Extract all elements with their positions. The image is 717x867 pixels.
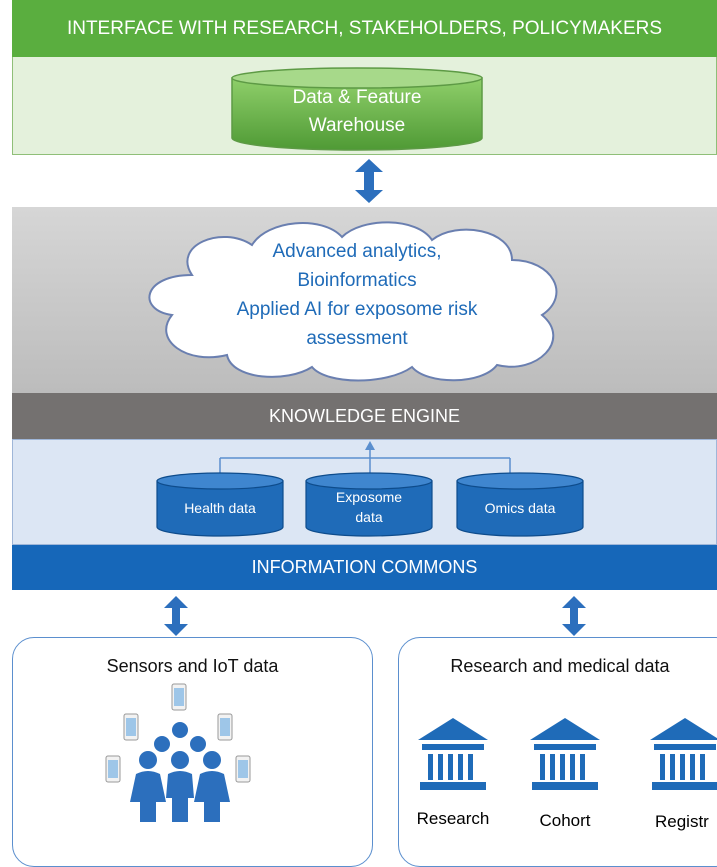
- double-arrow-right-icon: [562, 596, 586, 636]
- warehouse-label-line2: Warehouse: [308, 115, 406, 136]
- research-panel-title: Research and medical data: [450, 655, 670, 676]
- cohort-institution-icon: [530, 718, 600, 790]
- research-panel: [398, 637, 717, 867]
- knowledge-engine-band: KNOWLEDGE ENGINE: [12, 393, 717, 439]
- cloud-text: Advanced analytics, Bioinformatics Appli…: [132, 230, 582, 360]
- double-arrow-icon: [355, 159, 383, 203]
- information-commons-band: INFORMATION COMMONS: [12, 545, 717, 590]
- exposome-data-label-line1: Exposome: [335, 489, 403, 505]
- exposome-data-label: Exposome data: [304, 482, 434, 532]
- exposome-data-label-line2: data: [355, 509, 383, 525]
- omics-data-label: Omics data: [484, 500, 556, 516]
- research-institution-icon: [418, 718, 488, 790]
- health-data-label: Health data: [184, 500, 256, 516]
- warehouse-label: Data & Feature Warehouse: [230, 80, 484, 144]
- warehouse-cylinder-icon: [231, 67, 483, 151]
- exposome-data-cylinder-icon: [305, 472, 433, 537]
- sensors-panel-title: Sensors and IoT data: [106, 655, 279, 676]
- cohort-item-label: Cohort: [539, 811, 591, 830]
- omics-data-cylinder-icon: [456, 472, 584, 537]
- cloud-icon: [148, 221, 558, 382]
- top-section-title: INTERFACE WITH RESEARCH, STAKEHOLDERS, P…: [12, 0, 717, 57]
- cloud-text-line4: assessment: [306, 328, 408, 349]
- warehouse-label-line1: Data & Feature: [292, 87, 422, 108]
- cloud-text-line2: Bioinformatics: [297, 270, 417, 291]
- double-arrow-left-icon: [164, 596, 188, 636]
- health-data-cylinder-icon: [156, 472, 284, 537]
- registry-institution-icon: [650, 718, 717, 790]
- cloud-text-line3: Applied AI for exposome risk: [236, 299, 478, 320]
- cloud-text-line1: Advanced analytics,: [272, 241, 442, 262]
- people-with-phones-icon: [105, 683, 251, 822]
- research-item-label: Research: [416, 809, 490, 828]
- registry-item-label: Registr: [655, 812, 709, 831]
